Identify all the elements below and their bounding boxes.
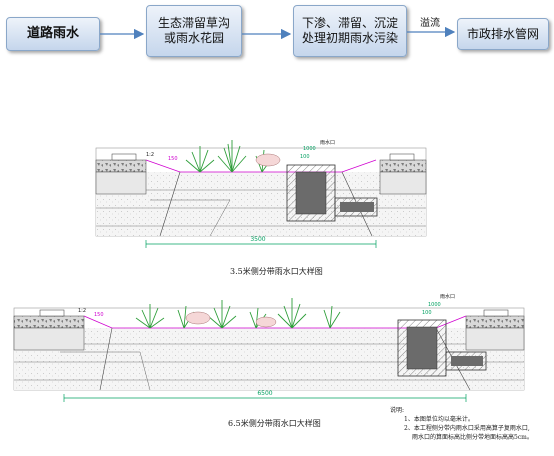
section-2-dim-1000: 1000 bbox=[428, 302, 441, 308]
section-2-slope: 1:2 bbox=[78, 308, 86, 314]
section-2-drawing: 6500 1000 100 150 1:2 雨水口 bbox=[13, 293, 525, 402]
treatment-line2: 处理初期雨水污染 bbox=[301, 31, 398, 45]
section-1-slope: 1:2 bbox=[146, 152, 154, 158]
notes-line-2: 2、本工程侧分带内雨水口采用高算子复雨水口, bbox=[404, 425, 530, 432]
overflow-label: 溢流 bbox=[420, 18, 440, 29]
bioretention-line2: 或雨水花园 bbox=[163, 31, 224, 45]
municipal-drain-box: 市政排水管网 bbox=[457, 18, 549, 50]
section-2-inlet-label: 雨水口 bbox=[440, 293, 455, 300]
flow-arrows bbox=[100, 26, 456, 40]
section-1-dim-100: 100 bbox=[300, 154, 310, 160]
section-1-dim-1000: 1000 bbox=[303, 146, 316, 152]
section-1-inlet-label: 雨水口 bbox=[320, 139, 335, 146]
municipal-drain-label: 市政排水管网 bbox=[466, 26, 539, 41]
section-1-drawing: 3500 1000 100 150 1:2 雨水口 bbox=[95, 139, 427, 248]
section-2-width: 6500 bbox=[257, 390, 272, 397]
road-rainwater-box: 道路雨水 bbox=[6, 17, 100, 51]
bioretention-box: 生态滞留草沟 或雨水花园 bbox=[146, 5, 242, 57]
section-1-caption: 3.5米侧分带雨水口大样图 bbox=[230, 267, 323, 276]
notes-block: 说明: 1、本图单位均以毫米计。 2、本工程侧分带内雨水口采用高算子复雨水口, … bbox=[390, 406, 533, 442]
section-2-dim-150: 150 bbox=[94, 312, 104, 318]
treatment-line1: 下渗、滞留、沉淀 bbox=[301, 16, 398, 30]
notes-line-3: 雨水口的算面标高比侧分带地面标高高5cm。 bbox=[412, 434, 533, 441]
notes-title: 说明: bbox=[390, 407, 405, 414]
bioretention-line1: 生态滞留草沟 bbox=[157, 16, 230, 30]
treatment-box: 下渗、滞留、沉淀 处理初期雨水污染 bbox=[293, 5, 407, 57]
section-1-width: 3500 bbox=[250, 236, 265, 243]
section-2-dim-100: 100 bbox=[422, 310, 432, 316]
section-2-caption: 6.5米侧分带雨水口大样图 bbox=[228, 419, 321, 428]
notes-line-1: 1、本图单位均以毫米计。 bbox=[404, 416, 474, 423]
road-rainwater-label: 道路雨水 bbox=[26, 25, 79, 41]
section-1-dim-150: 150 bbox=[168, 156, 178, 162]
